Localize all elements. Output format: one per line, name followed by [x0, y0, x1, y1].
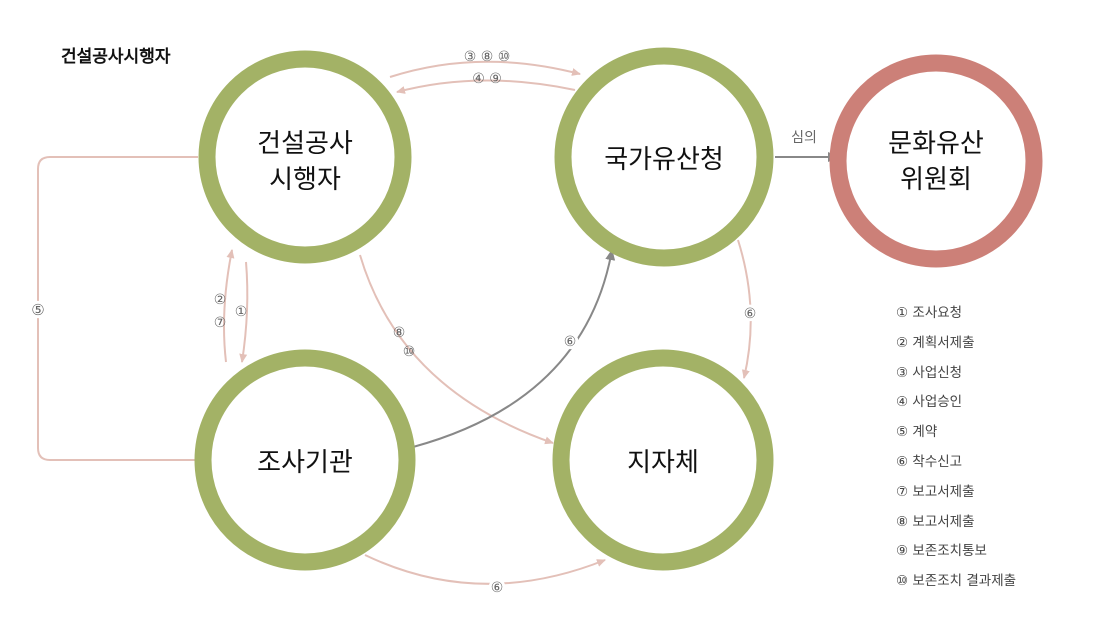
legend-list: ① 조사요청 ② 계획서제출 ③ 사업신청 ④ 사업승인 ⑤ 계약 ⑥ 착수신고… [896, 299, 1016, 597]
edge-builder-to-institute [239, 261, 249, 363]
node-builder-label-line1: 건설공사 [257, 129, 353, 159]
edge-institute-to-builder [223, 249, 235, 363]
label-builder-to-institute: ① [235, 304, 248, 320]
node-local-label: 지자체 [627, 448, 699, 478]
legend-item: ② 계획서제출 [896, 334, 975, 351]
label-builder-to-agency: ③ ⑧ ⑩ [464, 49, 511, 65]
edge-institute-to-agency [412, 249, 616, 448]
legend-item: ③ 사업신청 [896, 364, 963, 381]
node-agency-label: 국가유산청 [604, 145, 724, 175]
page-title: 건설공사시행자 [61, 47, 171, 67]
label-institute-to-local: ⑥ [491, 580, 504, 596]
legend-item: ⑤ 계약 [896, 424, 938, 441]
label-agency-to-builder: ④ ⑨ [472, 71, 502, 87]
legend-item: ⑦ 보고서제출 [896, 483, 975, 500]
node-local-ring [552, 349, 774, 571]
edge-loop-contract [37, 156, 198, 461]
legend-item: ⑨ 보존조치통보 [896, 543, 987, 560]
label-loop-contract: ⑤ [31, 301, 44, 319]
node-institute-ring [194, 349, 416, 571]
node-committee-ring [829, 54, 1043, 268]
label-builder-to-local-2: ⑩ [403, 344, 416, 360]
legend-item: ⑧ 보고서제출 [896, 513, 975, 530]
node-committee-label-line1: 문화유산 [888, 129, 984, 159]
label-institute-to-builder-1: ② [214, 292, 227, 308]
node-builder-ring [198, 50, 412, 264]
legend-item: ⑩ 보존조치 결과제출 [896, 573, 1017, 590]
label-agency-to-committee: 심의 [791, 130, 817, 146]
edge-agency-to-builder [396, 79, 576, 94]
edge-agency-to-local [737, 239, 752, 379]
node-institute-label: 조사기관 [257, 448, 353, 478]
edge-builder-to-local [359, 254, 554, 445]
node-committee-label-line2: 위원회 [900, 165, 972, 195]
edge-builder-to-agency [389, 60, 581, 78]
node-builder-label-line2: 시행자 [269, 165, 341, 195]
node-agency-ring [554, 47, 774, 267]
label-institute-to-builder-2: ⑦ [214, 315, 227, 331]
label-agency-to-local: ⑥ [744, 306, 757, 322]
edge-institute-to-local [364, 554, 606, 585]
legend-item: ① 조사요청 [896, 305, 963, 321]
label-institute-to-agency: ⑥ [564, 334, 577, 350]
legend-item: ⑥ 착수신고 [896, 453, 963, 470]
label-builder-to-local-1: ⑧ [393, 325, 406, 341]
legend-item: ④ 사업승인 [896, 394, 963, 411]
